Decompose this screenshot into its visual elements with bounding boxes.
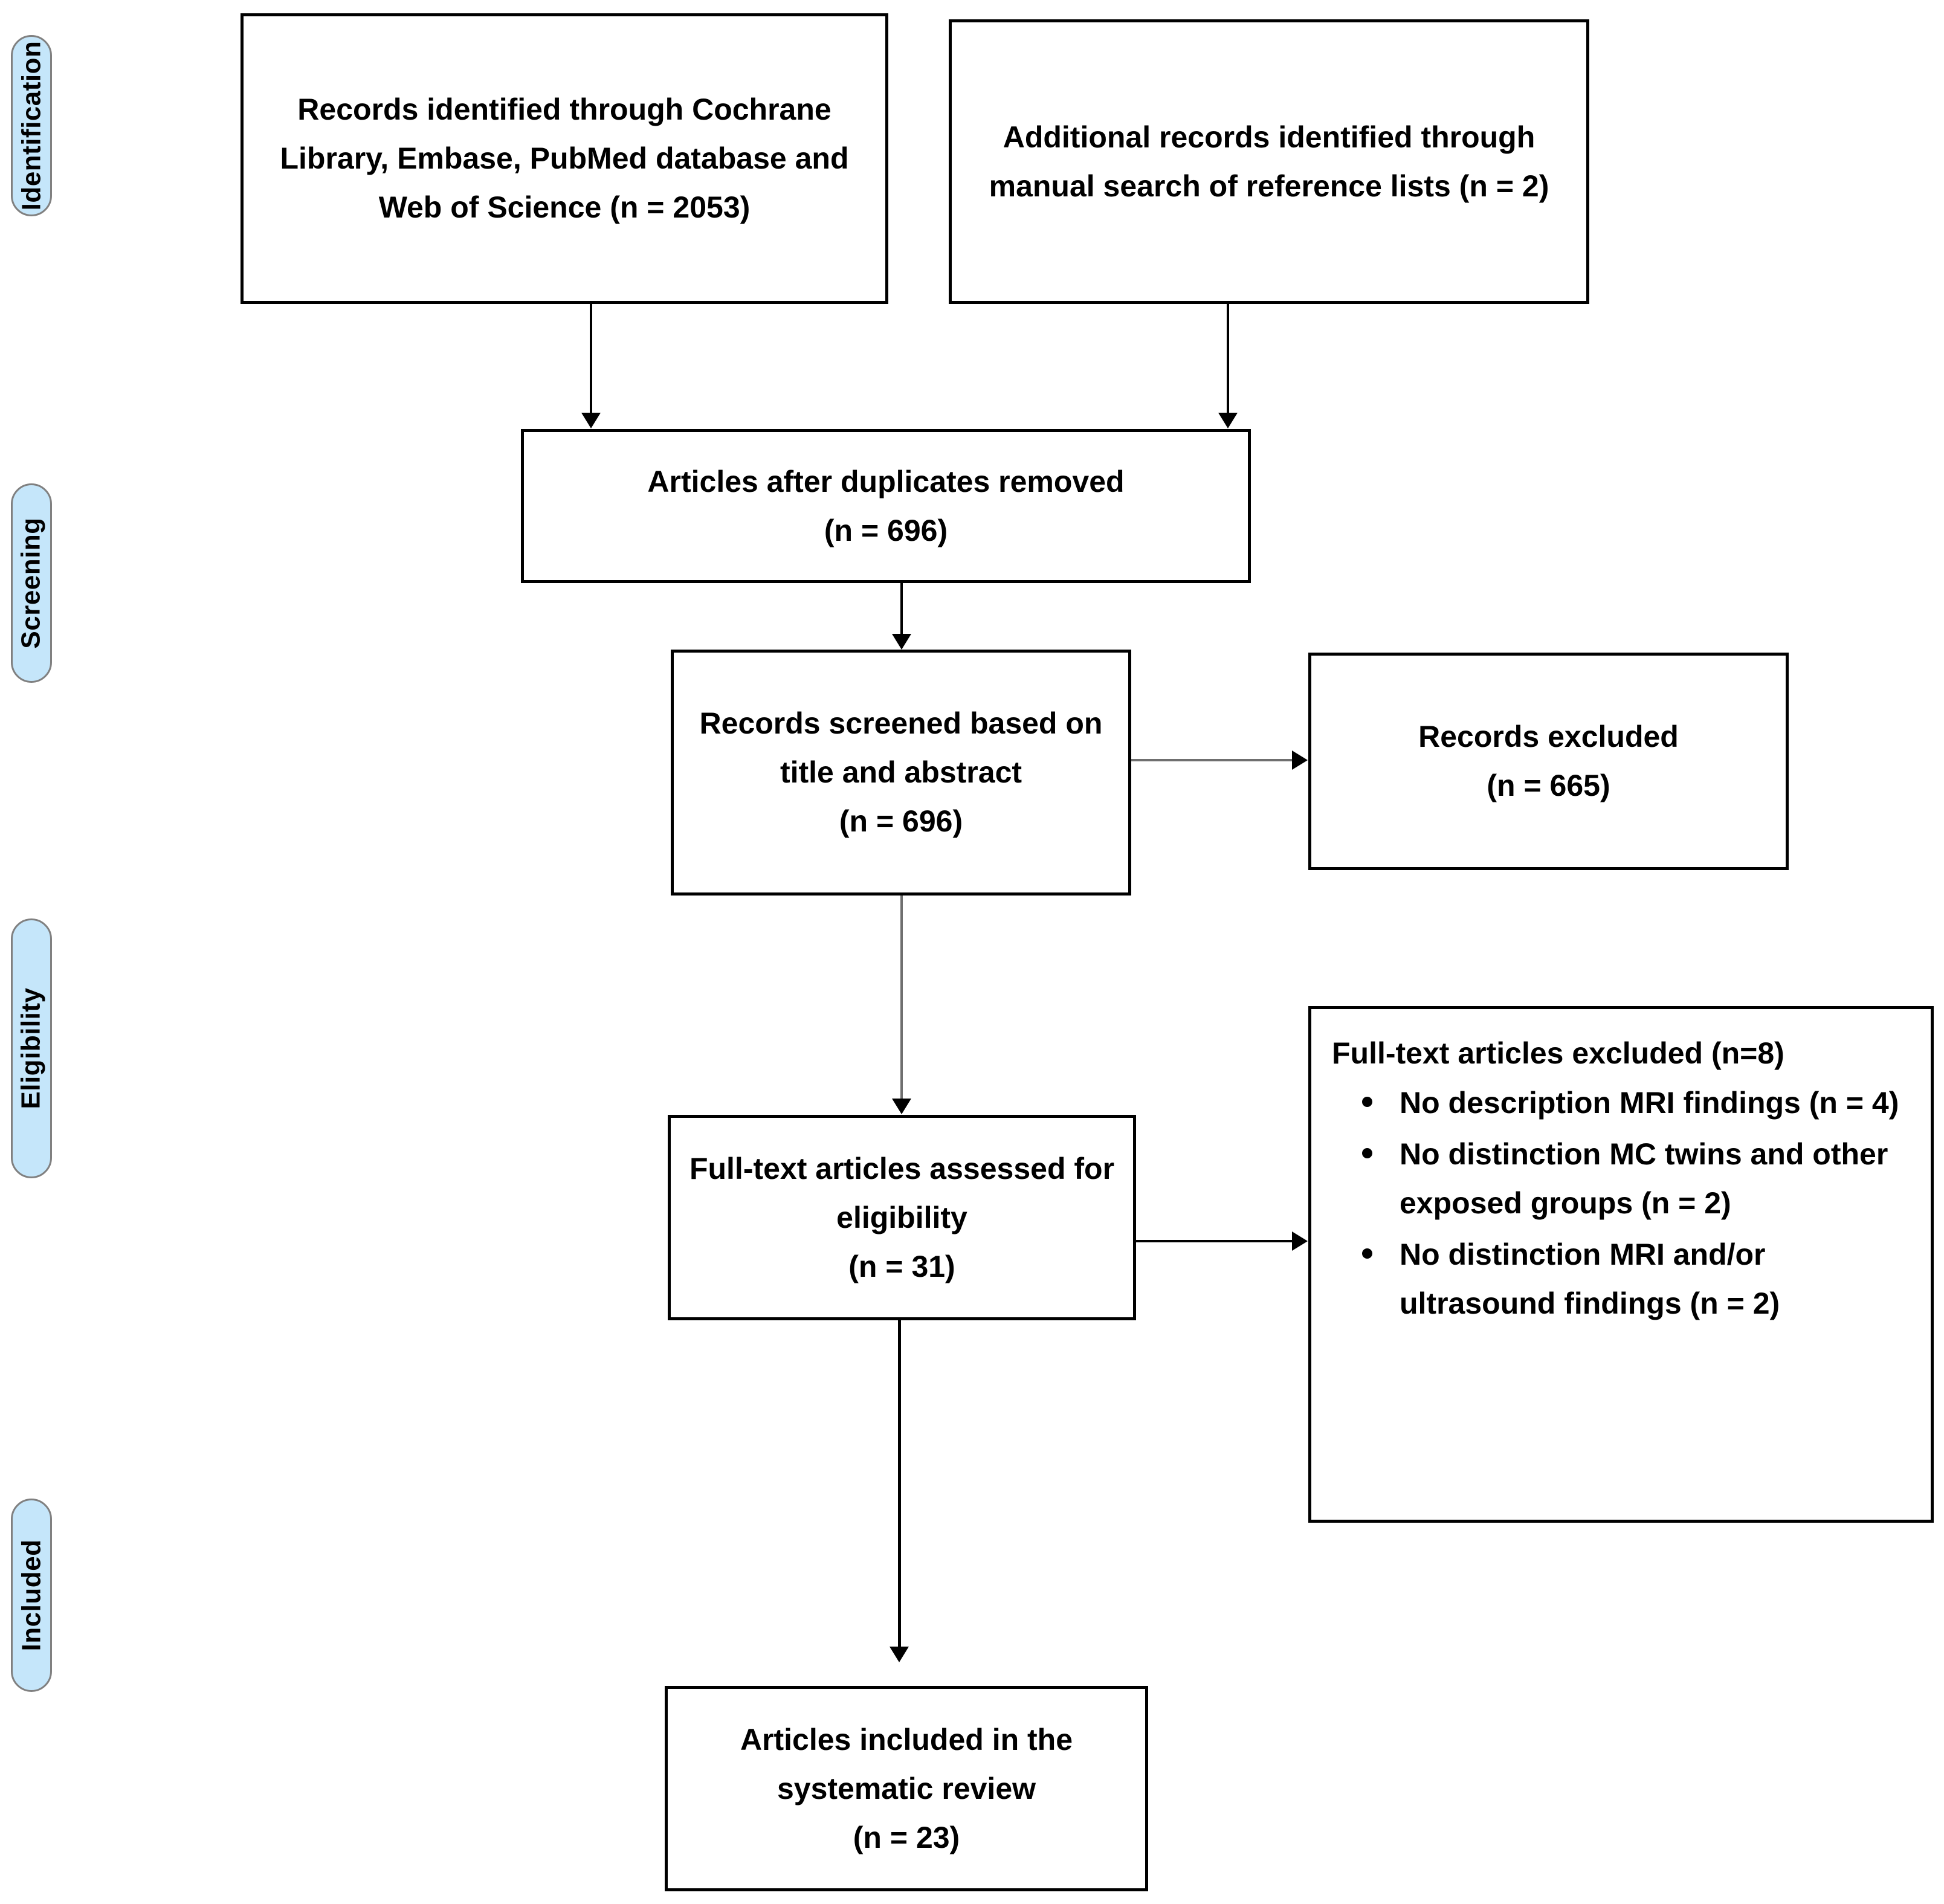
fulltext-excluded-reason-item: No description MRI findings (n = 4) [1362,1079,1915,1128]
fulltext-excluded-reason-text: No description MRI findings (n = 4) [1400,1086,1899,1120]
box-after-duplicates: Articles after duplicates removed (n = 6… [521,429,1251,583]
arrow-duplicates-to-screened [892,634,911,650]
box-additional-records: Additional records identified through ma… [949,19,1589,304]
phase-label-identification: Identification [11,35,52,216]
box-additional-records-text: Additional records identified through ma… [989,120,1549,203]
fulltext-excluded-reason-item: No distinction MC twins and other expose… [1362,1130,1915,1228]
phase-label-included-text: Included [16,1539,46,1651]
phase-label-identification-text: Identification [16,40,46,211]
fulltext-excluded-reason-list: No description MRI findings (n = 4) No d… [1332,1079,1915,1328]
bullet-icon [1362,1248,1372,1259]
box-fulltext-assessed: Full-text articles assessed for eligibil… [668,1115,1136,1320]
arrow-identified-to-duplicates [581,413,601,428]
fulltext-excluded-reason-text: No distinction MC twins and other expose… [1400,1137,1888,1220]
connector-screened-to-excluded [1131,759,1294,761]
arrow-screened-to-fulltext [892,1099,911,1114]
box-records-excluded: Records excluded (n = 665) [1308,653,1789,870]
phase-label-screening: Screening [11,483,52,683]
box-records-identified-text: Records identified through Cochrane Libr… [280,92,849,224]
connector-additional-to-duplicates [1227,304,1229,413]
fulltext-excluded-reason-item: No distinction MRI and/or ultrasound fin… [1362,1230,1915,1328]
arrow-fulltext-to-excluded [1292,1231,1308,1251]
arrow-fulltext-to-included [890,1647,909,1662]
phase-label-included: Included [11,1499,52,1692]
box-records-screened: Records screened based on title and abst… [671,650,1131,896]
box-articles-included: Articles included in the systematic revi… [665,1686,1148,1891]
box-after-duplicates-text: Articles after duplicates removed (n = 6… [647,464,1125,547]
connector-screened-to-fulltext [900,896,903,1099]
phase-label-eligibility: Eligibility [11,918,52,1178]
fulltext-excluded-reason-text: No distinction MRI and/or ultrasound fin… [1400,1238,1780,1320]
box-fulltext-excluded-title: Full-text articles excluded (n=8) [1332,1036,1784,1070]
connector-duplicates-to-screened [900,583,903,634]
box-articles-included-text: Articles included in the systematic revi… [740,1722,1073,1854]
connector-fulltext-to-included [898,1320,901,1647]
box-records-excluded-text: Records excluded (n = 665) [1418,720,1679,802]
bullet-icon [1362,1148,1372,1158]
phase-label-screening-text: Screening [16,517,46,649]
connector-fulltext-to-excluded [1136,1240,1294,1242]
arrow-screened-to-excluded [1292,750,1308,770]
box-fulltext-excluded: Full-text articles excluded (n=8) No des… [1308,1006,1934,1523]
connector-identified-to-duplicates [590,304,592,413]
phase-label-eligibility-text: Eligibility [16,987,47,1109]
box-records-screened-text: Records screened based on title and abst… [699,706,1103,838]
box-records-identified: Records identified through Cochrane Libr… [241,13,888,304]
box-fulltext-assessed-text: Full-text articles assessed for eligibil… [689,1151,1115,1283]
arrow-additional-to-duplicates [1218,413,1238,428]
bullet-icon [1362,1097,1372,1107]
